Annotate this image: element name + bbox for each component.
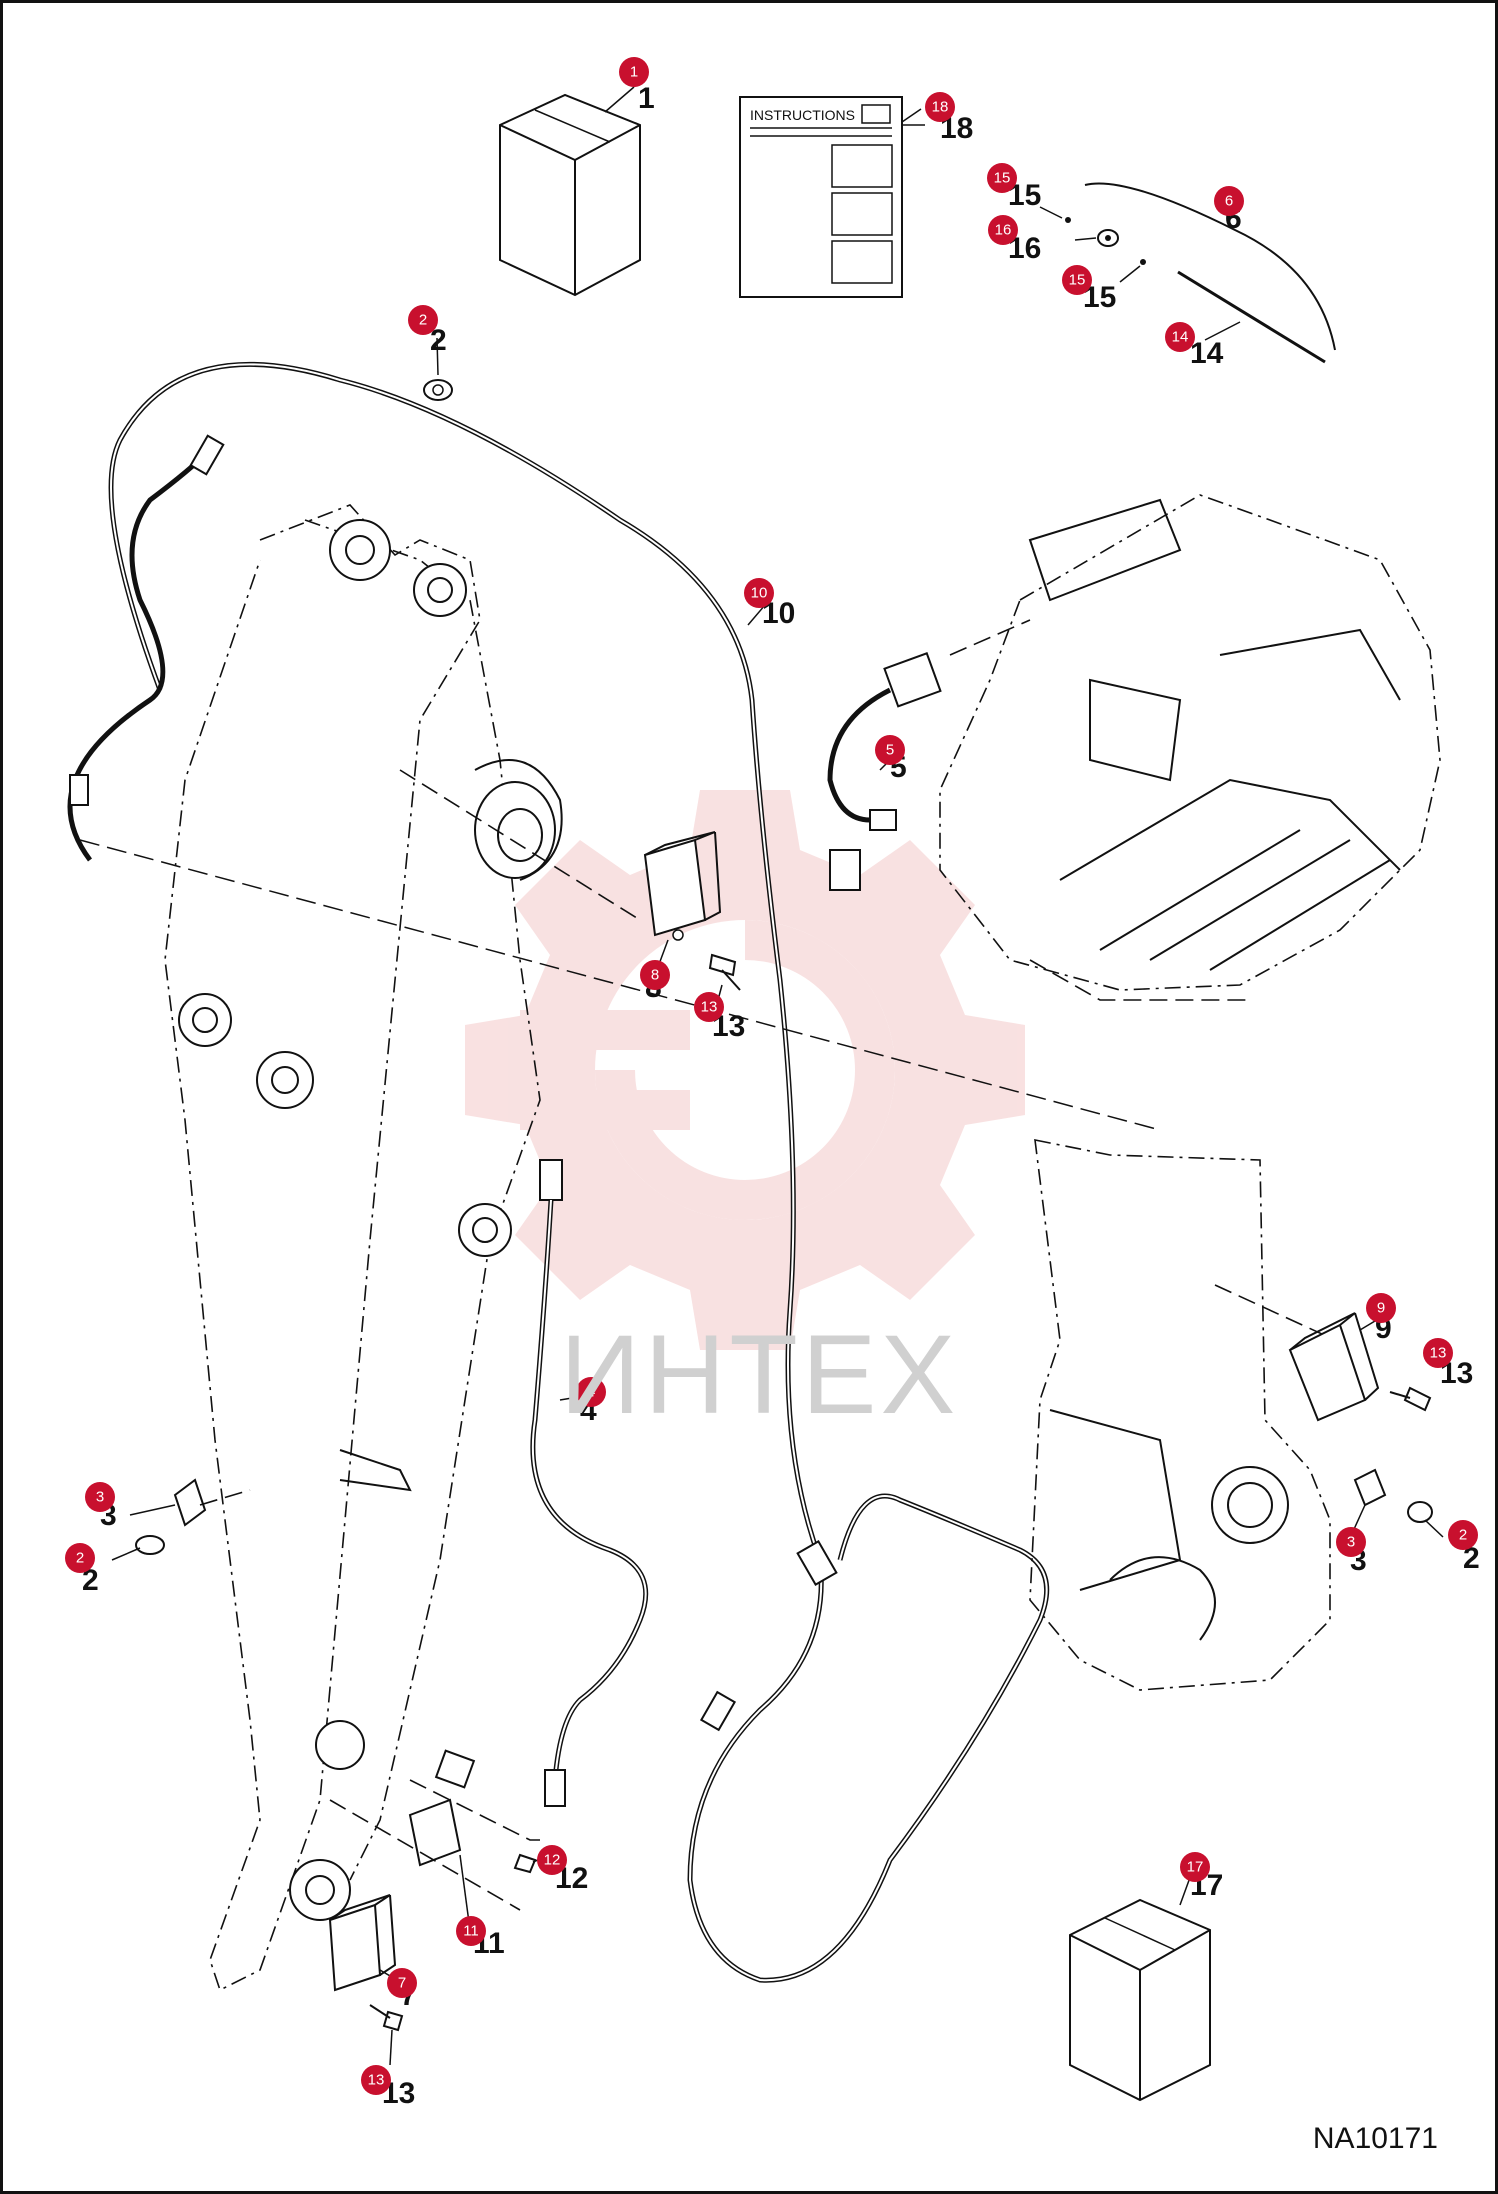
svg-text:8: 8 [651,967,659,984]
callout-16[interactable]: 16 [988,215,1018,245]
num-2b: 2 [82,1564,99,1597]
kit-box-top [499,93,641,297]
callout-13b[interactable]: 13 [1423,1338,1453,1368]
instructions-title: INSTRUCTIONS [750,107,855,123]
svg-text:9: 9 [1377,1300,1385,1317]
callout-13a[interactable]: 13 [694,992,724,1022]
callout-3a[interactable]: 3 [85,1482,115,1512]
svg-text:5: 5 [886,742,894,759]
svg-text:10: 10 [751,585,768,602]
svg-text:18: 18 [932,99,949,116]
svg-text:12: 12 [544,1852,561,1869]
callout-8[interactable]: 8 [640,960,670,990]
callout-7[interactable]: 7 [387,1968,417,1998]
callout-badges: 1 18 15 16 15 6 14 2 10 5 8 13 9 13 4 3 … [65,57,1478,2095]
sensor-module-9 [1288,1312,1433,1523]
callout-17[interactable]: 17 [1180,1852,1210,1882]
watermark-logo [465,790,1025,1350]
kit-box-bottom [1069,1898,1211,2102]
callout-11[interactable]: 11 [456,1916,486,1946]
callout-14[interactable]: 14 [1165,322,1195,352]
callout-13c[interactable]: 13 [361,2065,391,2095]
watermark-text: ИНТЕХ [560,1312,960,1437]
sensor-module-8 [643,831,741,991]
callout-18[interactable]: 18 [925,92,955,122]
item-numbers: 1 18 15 16 15 6 14 2 10 5 8 13 9 13 4 3 … [82,82,1480,2110]
svg-text:2: 2 [76,1550,84,1567]
svg-text:6: 6 [1225,193,1233,210]
callout-4[interactable]: 4 [576,1377,606,1407]
callout-2a[interactable]: 2 [408,305,438,335]
cable-harness-10 [67,361,1161,1983]
svg-text:14: 14 [1172,329,1189,346]
svg-text:13: 13 [701,999,718,1016]
num-2c: 2 [1463,1542,1480,1575]
svg-text:17: 17 [1187,1859,1204,1876]
svg-text:1: 1 [630,64,638,81]
harness-5 [827,652,942,891]
svg-text:7: 7 [398,1975,406,1992]
num-1: 1 [638,82,655,115]
svg-text:3: 3 [96,1489,104,1506]
clamp-top [423,379,453,401]
svg-text:2: 2 [419,312,427,329]
callout-9[interactable]: 9 [1366,1293,1396,1323]
svg-text:11: 11 [463,1923,479,1940]
callout-15a[interactable]: 15 [987,163,1017,193]
svg-text:16: 16 [995,222,1012,239]
sensor-bracket-7 [328,1749,540,2032]
clip-left [135,1478,251,1555]
callout-15b[interactable]: 15 [1062,265,1092,295]
cable-4 [530,1159,649,1807]
svg-text:4: 4 [587,1384,595,1401]
svg-text:15: 15 [1069,272,1086,289]
boom-arm [164,504,641,1992]
callout-5[interactable]: 5 [875,735,905,765]
callout-1[interactable]: 1 [619,57,649,87]
num-2a: 2 [430,324,447,357]
instruction-sheet: INSTRUCTIONS [739,96,925,298]
upper-frame [939,494,1441,1001]
drawing-code: NA10171 [1312,2122,1438,2155]
svg-text:13: 13 [368,2072,385,2089]
svg-text:2: 2 [1459,1527,1467,1544]
callout-12[interactable]: 12 [537,1845,567,1875]
callout-3b[interactable]: 3 [1336,1527,1366,1557]
callout-2b[interactable]: 2 [65,1543,95,1573]
num-14: 14 [1190,337,1224,370]
callout-2c[interactable]: 2 [1448,1520,1478,1550]
svg-text:3: 3 [1347,1534,1355,1551]
svg-text:15: 15 [994,170,1011,187]
callout-6[interactable]: 6 [1214,186,1244,216]
svg-text:13: 13 [1430,1345,1447,1362]
callout-10[interactable]: 10 [744,578,774,608]
pin-assembly [1039,182,1336,364]
stick-arm [1029,1138,1336,1691]
